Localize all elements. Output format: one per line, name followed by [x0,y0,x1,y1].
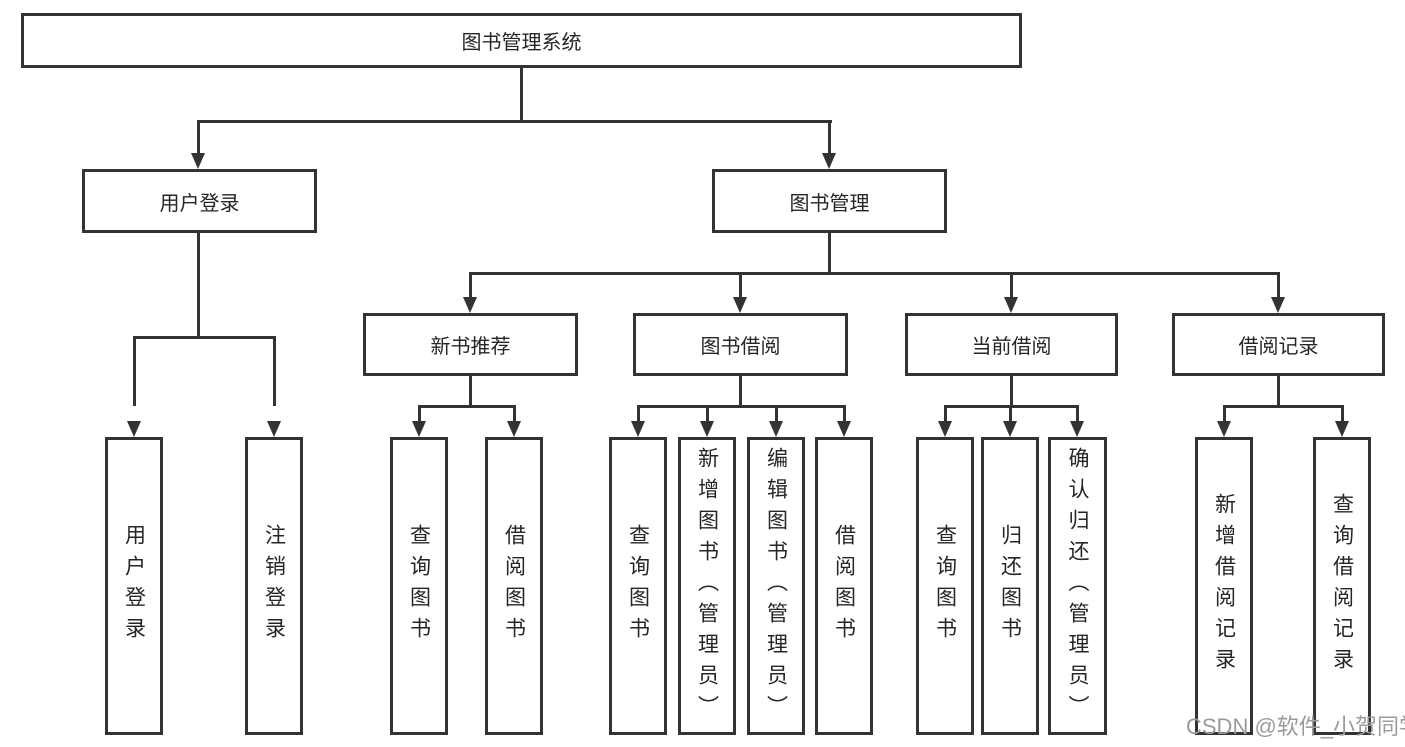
arrowhead-down-icon [1004,297,1018,313]
connector-drop-leaf [273,336,276,406]
leaf-recommend-borrow-books: 借阅图书 [485,437,543,735]
node-borrowing-records-label: 借阅记录 [1238,336,1319,358]
leaf-recommend-query-books: 查询图书 [390,437,448,735]
connector-drop-user-login [197,120,200,155]
node-new-book-recommend-label: 新书推荐 [430,336,511,358]
node-book-management-label: 图书管理 [789,192,870,215]
arrowhead-down-icon [412,421,426,437]
arrowhead-down-icon [267,421,281,437]
connector-drop-leaf [944,405,947,423]
leaf-records-query-record-label: 查询借阅记录 [1330,493,1354,679]
connector-drop-leaf [1341,405,1344,423]
arrowhead-down-icon [1003,421,1017,437]
leaf-logout-label: 注销登录 [262,524,286,648]
leaf-current-return-books-label: 归还图书 [998,524,1022,648]
leaf-borrowing-add-books-admin: 新增图书（管理员） [678,437,736,735]
leaf-borrowing-add-books-admin-label: 新增图书（管理员） [695,446,719,726]
arrowhead-down-icon [700,421,714,437]
node-current-borrowing: 当前借阅 [905,313,1118,376]
connector-root-branch [197,120,832,123]
connector-drop-leaf [843,405,846,423]
leaf-borrowing-query-books-label: 查询图书 [626,524,650,648]
arrowhead-down-icon [191,153,205,169]
connector-section-stem [469,376,472,405]
leaf-borrowing-borrow-books: 借阅图书 [815,437,873,735]
csdn-watermark: CSDN @软件_小贺同学 [1186,714,1405,739]
connector-book-management-branch [469,272,1280,275]
connector-drop-leaf [706,405,709,423]
arrowhead-down-icon [769,421,783,437]
leaf-logout: 注销登录 [245,437,303,735]
node-book-management: 图书管理 [712,169,947,233]
connector-section-branch [637,405,846,408]
leaf-records-query-record: 查询借阅记录 [1313,437,1371,735]
connector-drop-leaf [133,336,136,406]
node-new-book-recommend: 新书推荐 [363,313,578,376]
connector-book-management-stem [828,233,831,272]
arrowhead-down-icon [1271,297,1285,313]
leaf-records-add-record-label: 新增借阅记录 [1212,493,1236,679]
connector-drop-leaf [418,405,421,423]
connector-drop-leaf [775,405,778,423]
connector-drop-section [469,272,472,300]
arrowhead-down-icon [1217,421,1231,437]
connector-drop-section [1277,272,1280,300]
connector-drop-leaf [1009,405,1012,423]
arrowhead-down-icon [1335,421,1349,437]
connector-drop-leaf [637,405,640,423]
node-root: 图书管理系统 [21,13,1022,68]
leaf-user-login: 用户登录 [105,437,163,735]
node-root-label: 图书管理系统 [461,32,582,54]
arrowhead-down-icon [822,153,836,169]
node-book-borrowing-label: 图书借阅 [700,336,781,358]
node-borrowing-records: 借阅记录 [1172,313,1385,376]
connector-section-stem [739,376,742,405]
leaf-borrowing-edit-books-admin: 编辑图书（管理员） [747,437,805,735]
connector-drop-book-management [828,120,831,155]
leaf-recommend-borrow-books-label: 借阅图书 [502,524,526,648]
leaf-current-query-books-label: 查询图书 [933,524,957,648]
node-book-borrowing: 图书借阅 [633,313,848,376]
arrowhead-down-icon [463,297,477,313]
arrowhead-down-icon [127,421,141,437]
leaf-borrowing-query-books: 查询图书 [609,437,667,735]
connector-section-stem [1277,376,1280,405]
leaf-borrowing-edit-books-admin-label: 编辑图书（管理员） [764,446,788,726]
arrowhead-down-icon [507,421,521,437]
arrowhead-down-icon [1070,421,1084,437]
connector-drop-section [739,272,742,300]
leaf-user-login-label: 用户登录 [122,524,146,648]
connector-root-stem [520,66,523,120]
leaf-records-add-record: 新增借阅记录 [1195,437,1253,735]
connector-drop-leaf [513,405,516,423]
connector-drop-leaf [1076,405,1079,423]
leaf-current-query-books: 查询图书 [916,437,974,735]
node-current-borrowing-label: 当前借阅 [971,336,1052,358]
connector-user-login-stem [197,233,200,336]
connector-drop-section [1010,272,1013,300]
leaf-current-return-books: 归还图书 [981,437,1039,735]
node-user-login: 用户登录 [82,169,317,233]
connector-section-stem [1010,376,1013,405]
connector-user-login-branch [133,336,276,339]
leaf-borrowing-borrow-books-label: 借阅图书 [832,524,856,648]
leaf-current-confirm-return-admin-label: 确认归还（管理员） [1066,446,1089,726]
leaf-recommend-query-books-label: 查询图书 [407,524,431,648]
connector-section-branch [1223,405,1344,408]
arrowhead-down-icon [837,421,851,437]
leaf-current-confirm-return-admin: 确认归还（管理员） [1048,437,1107,735]
connector-section-branch [418,405,516,408]
arrowhead-down-icon [938,421,952,437]
arrowhead-down-icon [631,421,645,437]
node-user-login-label: 用户登录 [159,192,240,215]
arrowhead-down-icon [733,297,747,313]
connector-drop-leaf [1223,405,1226,423]
